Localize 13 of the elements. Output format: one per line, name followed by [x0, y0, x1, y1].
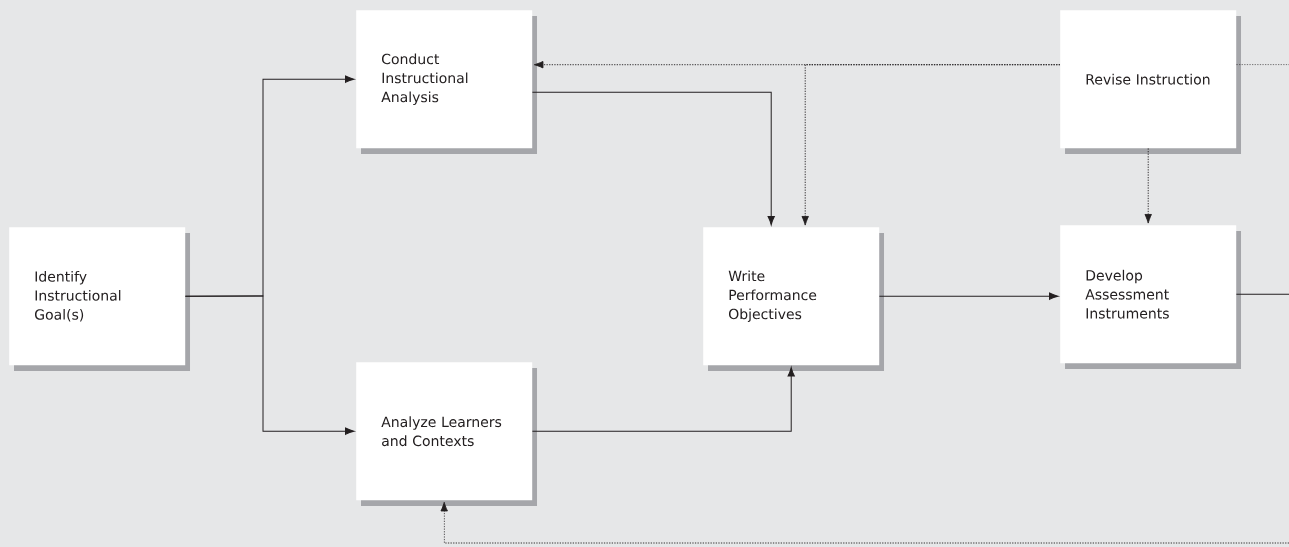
process-box: Develop Assessment Instruments	[1060, 225, 1241, 369]
process-box: Conduct Instructional Analysis	[356, 10, 537, 154]
arrow	[531, 367, 795, 432]
process-box: Write Performance Objectives	[703, 227, 884, 371]
arrow	[184, 295, 355, 435]
process-box: Analyze Learners and Contexts	[356, 362, 537, 506]
arrow	[531, 91, 775, 226]
arrow	[1144, 147, 1152, 224]
process-box: Identify Instructional Goal(s)	[9, 227, 190, 371]
arrow	[440, 501, 1289, 544]
arrow	[878, 292, 1059, 300]
arrow	[801, 64, 1061, 226]
process-box: Revise Instruction	[1060, 10, 1241, 154]
